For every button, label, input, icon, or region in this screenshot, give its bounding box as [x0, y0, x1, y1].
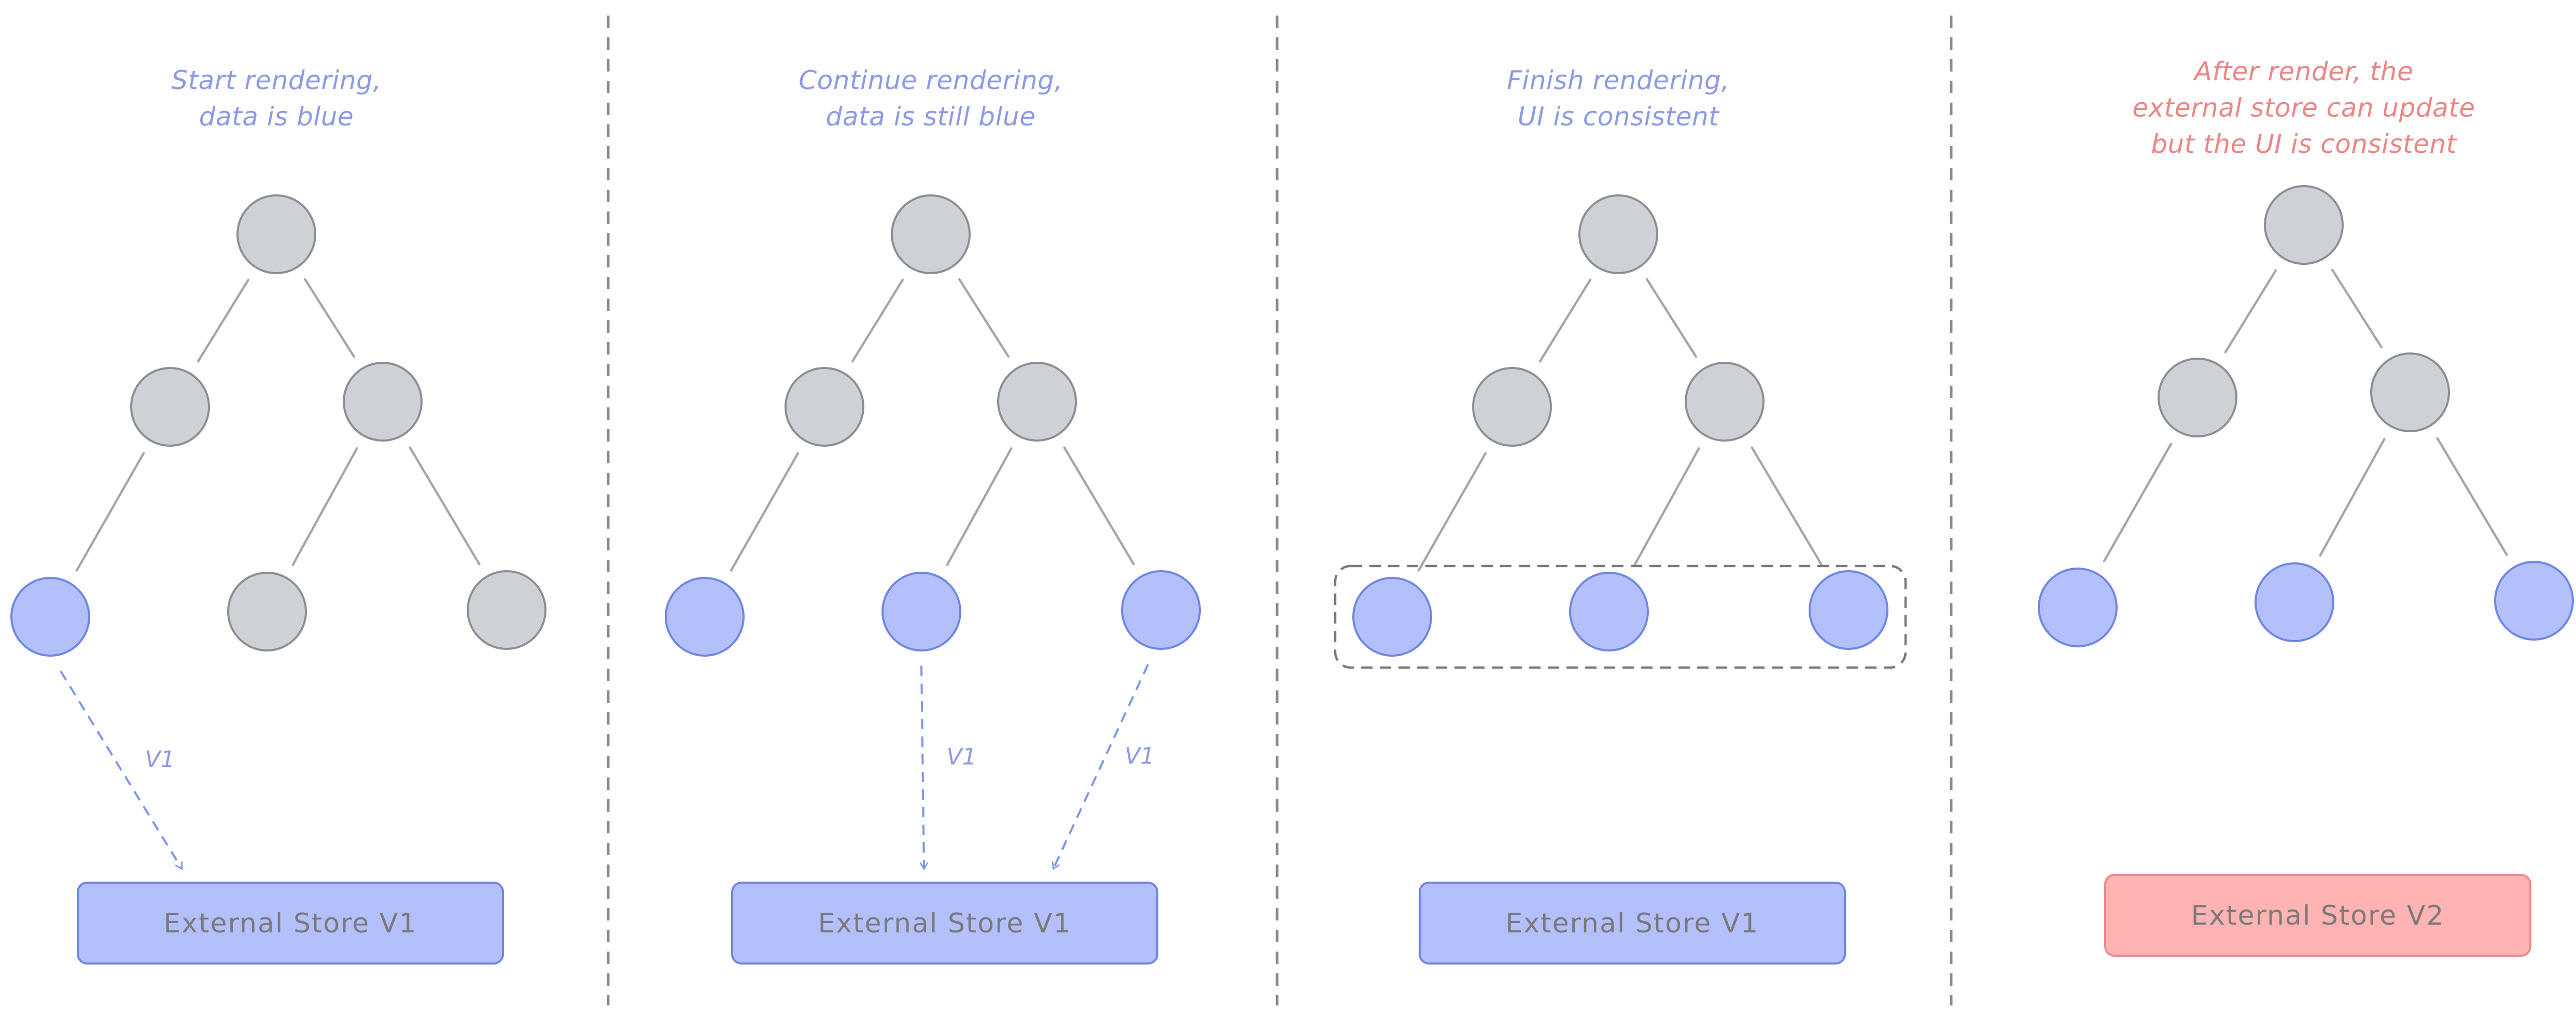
rendered-leaf-node [2255, 562, 2334, 642]
tree-edge [1751, 446, 1823, 565]
rendered-leaf-node [665, 577, 745, 657]
tree-inner-node [2370, 352, 2450, 432]
tree-root-node [891, 194, 971, 274]
rendered-leaf-node [1121, 570, 1201, 650]
tree-edge [409, 446, 481, 565]
read-arrow [919, 665, 929, 871]
tree-edge [1645, 278, 1698, 358]
tree-edge [730, 452, 800, 572]
external-store-label: External Store V1 [818, 908, 1072, 939]
read-arrow-label: V1 [1125, 743, 1155, 770]
caption-line: external store can update [2132, 93, 2475, 123]
tree-edge [303, 278, 356, 358]
tree-edge [291, 447, 358, 566]
tree-edge [2331, 268, 2383, 349]
panel-4: After render, the external store can upda… [2038, 56, 2574, 957]
tree-edge [2224, 269, 2277, 353]
tree-nodes [665, 194, 1201, 657]
read-arrows: V1 V1 [919, 664, 1155, 871]
external-store: External Store V2 [2104, 874, 2531, 957]
tree-inner-node [343, 362, 423, 442]
caption-line: data is still blue [826, 102, 1036, 132]
external-store-box [77, 882, 504, 965]
rendered-leaf-node [2038, 568, 2118, 647]
caption-line: data is blue [199, 102, 354, 132]
panel-caption: Continue rendering, data is still blue [799, 65, 1063, 132]
read-arrow [60, 670, 183, 870]
tree-nodes [10, 194, 547, 657]
tree-inner-node [130, 367, 210, 447]
external-store-box [731, 882, 1158, 965]
tree-inner-node [785, 367, 864, 447]
panel-3: Finish rendering, UI is consistentExterna… [1334, 65, 1907, 965]
read-arrow [1052, 664, 1149, 871]
rendered-leaf-node [2494, 561, 2574, 641]
pending-leaf-node [467, 570, 547, 650]
tree-edge [1538, 278, 1592, 363]
tree-root-node [2264, 185, 2344, 265]
read-arrow-label: V1 [946, 744, 976, 770]
external-store-box [1419, 882, 1846, 965]
tree-inner-node [2158, 358, 2237, 437]
tree-edge [2436, 437, 2508, 556]
tree-root-node [1578, 194, 1658, 274]
read-arrows: V1 [60, 670, 183, 870]
external-store: External Store V1 [77, 882, 504, 965]
panel-separators [607, 16, 1953, 1005]
tree-edge [958, 278, 1010, 358]
tree-edge [197, 278, 250, 363]
caption-line: After render, the [2193, 56, 2413, 87]
panel-caption: Start rendering, data is blue [171, 65, 381, 132]
tree-nodes [2038, 185, 2574, 647]
tree-root-node [236, 194, 316, 274]
external-store: External Store V1 [731, 882, 1158, 965]
read-arrow-label: V1 [145, 746, 175, 773]
tree-inner-node [997, 362, 1077, 442]
panel-2: Continue rendering, data is still blueExt… [665, 65, 1201, 965]
tree-edge [1633, 447, 1700, 566]
tree-edge [75, 452, 145, 572]
caption-line: Finish rendering, [1507, 65, 1730, 95]
caption-line: UI is consistent [1518, 102, 1720, 132]
rendered-leaf-node [1569, 572, 1649, 651]
pending-leaf-node [227, 572, 307, 651]
panel-caption: After render, the external store can upda… [2132, 56, 2475, 159]
rendered-leaf-node [1352, 577, 1432, 657]
tree-edge [851, 278, 904, 363]
external-store-box [2104, 874, 2531, 957]
external-store-label: External Store V2 [2191, 900, 2445, 931]
tree-edge [1063, 446, 1135, 565]
rendered-leaf-node [1809, 570, 1888, 650]
panel-caption: Finish rendering, UI is consistent [1507, 65, 1730, 132]
caption-line: but the UI is consistent [2151, 129, 2457, 159]
tree-edge [946, 447, 1013, 566]
tree-edges [75, 278, 481, 572]
tree-nodes [1352, 194, 1888, 657]
tree-edges [730, 278, 1135, 572]
external-store: External Store V1 [1419, 882, 1846, 965]
tree-edge [1417, 452, 1487, 572]
tree-inner-node [1472, 367, 1552, 447]
tree-edge [2103, 443, 2173, 562]
external-store-label: External Store V1 [1506, 908, 1759, 939]
tree-edges [1417, 278, 1823, 572]
tree-inner-node [1685, 362, 1765, 442]
caption-line: Continue rendering, [799, 65, 1063, 95]
tree-edges [2103, 268, 2508, 562]
external-store-label: External Store V1 [164, 908, 417, 939]
caption-line: Start rendering, [171, 65, 381, 95]
consistent-leaves-selection [1334, 564, 1907, 669]
rendered-leaf-node [881, 572, 961, 651]
rendered-leaf-node [10, 577, 90, 657]
tree-edge [2319, 437, 2386, 557]
